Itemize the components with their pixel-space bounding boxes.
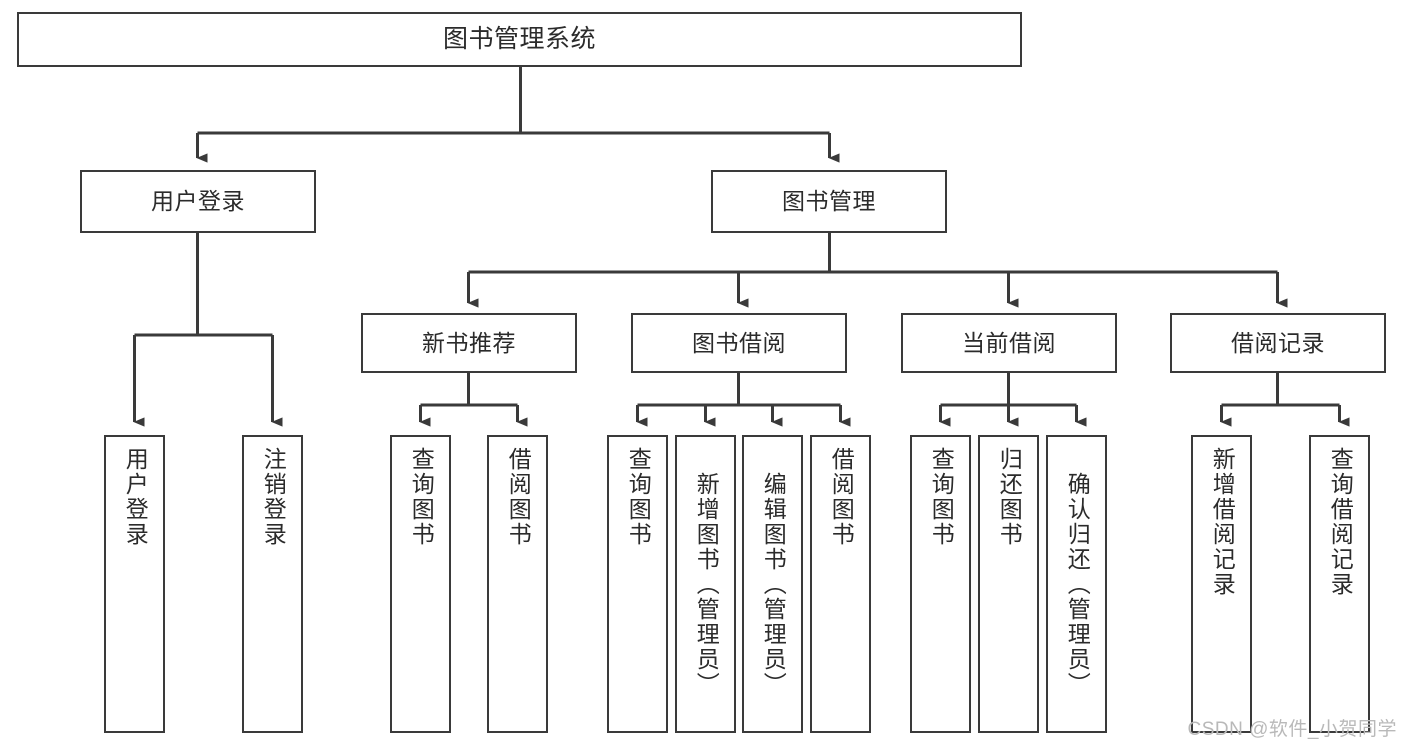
node-book-borrow[interactable]: 图书借阅 [631, 313, 847, 373]
node-label: 当前借阅 [962, 329, 1056, 356]
node-user-login[interactable]: 用户登录 [80, 170, 316, 233]
node-label: 图书借阅 [692, 329, 786, 356]
node-label: 新增图书（管理员） [693, 471, 720, 697]
node-borrow-records[interactable]: 借阅记录 [1170, 313, 1386, 373]
node-root-system[interactable]: 图书管理系统 [17, 12, 1022, 67]
node-new-book-recommend[interactable]: 新书推荐 [361, 313, 577, 373]
leaf-user-login[interactable]: 用户登录 [104, 435, 165, 733]
leaf-edit-book-admin[interactable]: 编辑图书（管理员） [742, 435, 803, 733]
node-book-management[interactable]: 图书管理 [711, 170, 947, 233]
node-label: 注销登录 [260, 447, 287, 547]
node-label: 新增借阅记录 [1209, 447, 1236, 597]
node-label: 图书管理 [782, 188, 876, 215]
leaf-return-book[interactable]: 归还图书 [978, 435, 1039, 733]
node-label: 借阅图书 [505, 447, 532, 547]
leaf-query-book-borrow[interactable]: 查询图书 [607, 435, 668, 733]
node-label: 查询图书 [928, 447, 955, 547]
leaf-borrow-book[interactable]: 借阅图书 [810, 435, 871, 733]
node-label: 新书推荐 [422, 329, 516, 356]
leaf-add-book-admin[interactable]: 新增图书（管理员） [675, 435, 736, 733]
leaf-logout[interactable]: 注销登录 [242, 435, 303, 733]
node-label: 确认归还（管理员） [1064, 471, 1091, 697]
leaf-query-book-newbook[interactable]: 查询图书 [390, 435, 451, 733]
leaf-query-borrow-record[interactable]: 查询借阅记录 [1309, 435, 1370, 733]
node-current-borrow[interactable]: 当前借阅 [901, 313, 1117, 373]
node-label: 归还图书 [996, 447, 1023, 547]
node-label: 查询图书 [408, 447, 435, 547]
csdn-watermark: CSDN @软件_小贺同学 [1187, 719, 1397, 740]
leaf-confirm-return-admin[interactable]: 确认归还（管理员） [1046, 435, 1107, 733]
node-label: 查询图书 [625, 447, 652, 547]
leaf-borrow-book-newbook[interactable]: 借阅图书 [487, 435, 548, 733]
leaf-add-borrow-record[interactable]: 新增借阅记录 [1191, 435, 1252, 733]
leaf-query-book-current[interactable]: 查询图书 [910, 435, 971, 733]
node-label: 查询借阅记录 [1327, 447, 1354, 597]
node-label: 用户登录 [151, 188, 245, 215]
node-label: 借阅图书 [828, 447, 855, 547]
node-label: 图书管理系统 [442, 25, 596, 54]
node-label: 编辑图书（管理员） [760, 471, 787, 697]
node-label: 借阅记录 [1231, 329, 1325, 356]
node-label: 用户登录 [122, 447, 149, 547]
